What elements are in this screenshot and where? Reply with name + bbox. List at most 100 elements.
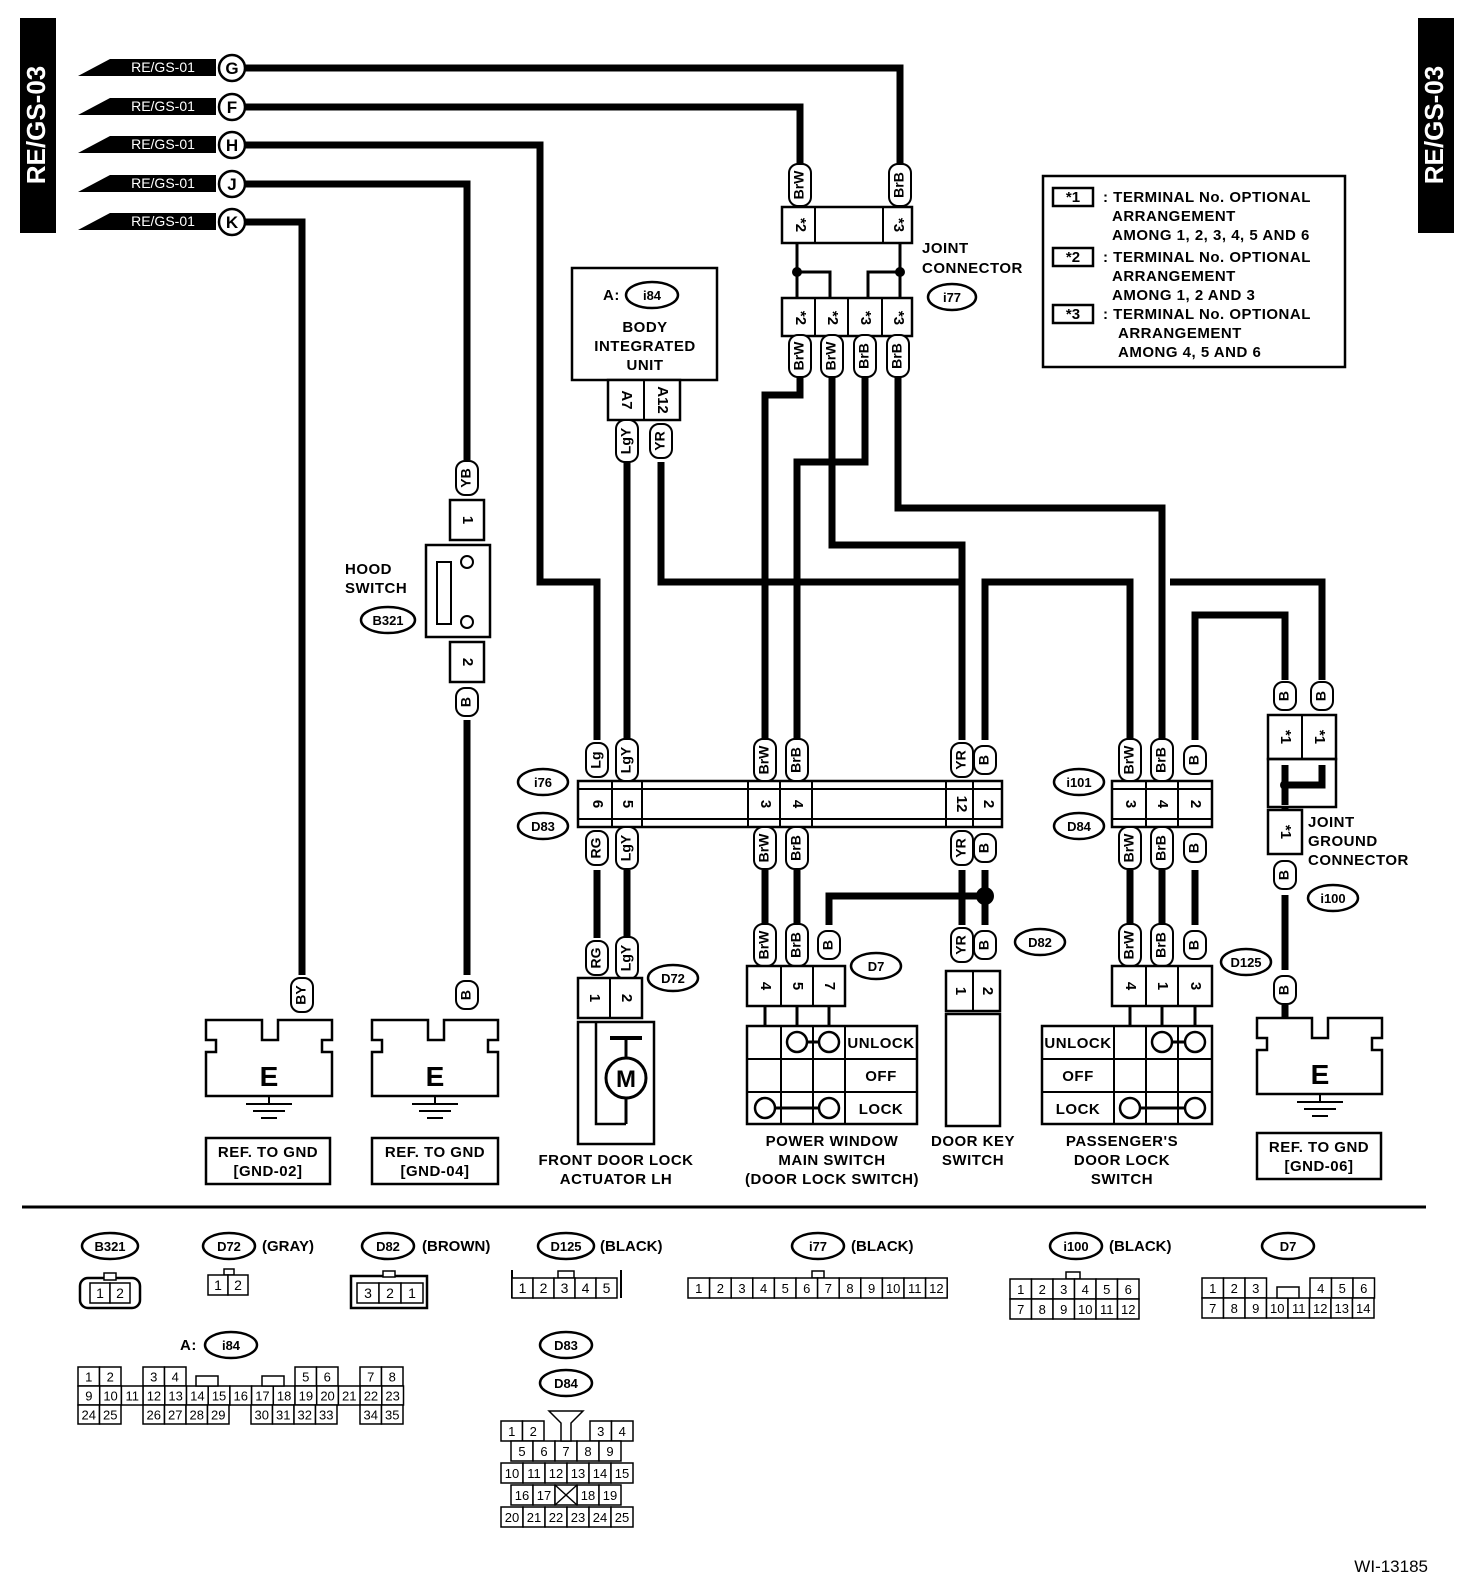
legend-mark: *3 bbox=[1066, 306, 1080, 323]
wire-color-tag: RG bbox=[585, 940, 609, 976]
wire-color-label: BrW bbox=[756, 745, 772, 775]
ground-gnd-06: E REF. TO GND [GND-06] bbox=[1255, 1016, 1384, 1181]
wire-color-label: B bbox=[1186, 843, 1202, 853]
pin-number: 3 bbox=[1252, 1281, 1259, 1296]
wire-color-label: YB bbox=[458, 468, 474, 487]
wire-color-label: BrB bbox=[1153, 835, 1169, 861]
left-side-tab: RE/GS-03 bbox=[20, 18, 56, 233]
pin-number: 2 bbox=[540, 1280, 548, 1296]
wire-color-label: B bbox=[976, 940, 992, 950]
wire-color-tag: BrW bbox=[753, 738, 777, 782]
wire-color-tag: YR bbox=[950, 830, 974, 866]
joint-connector-label: CONNECTOR bbox=[922, 260, 1023, 277]
svg-text:D72: D72 bbox=[217, 1239, 241, 1254]
wire-color-label: BrB bbox=[1153, 932, 1169, 958]
ground-ref: [GND-06] bbox=[1284, 1158, 1353, 1175]
wire-color-tag: LgY bbox=[615, 419, 639, 463]
pin-number: 15 bbox=[212, 1389, 226, 1404]
pin-number: 29 bbox=[211, 1408, 225, 1423]
wire-color-tag: BY bbox=[290, 977, 314, 1013]
connector-id: D84 bbox=[1067, 819, 1092, 834]
ground-letter: E bbox=[1311, 1059, 1330, 1090]
legend-line: : TERMINAL No. OPTIONAL bbox=[1103, 306, 1311, 323]
pin-number: 10 bbox=[103, 1389, 117, 1404]
pin-number: 18 bbox=[277, 1389, 291, 1404]
pin-number: 13 bbox=[168, 1389, 182, 1404]
wire-color-tag: BrW bbox=[788, 334, 812, 378]
ground-ref: [GND-04] bbox=[400, 1163, 469, 1180]
pin-cell bbox=[610, 1506, 634, 1528]
legend-line: ARRANGEMENT bbox=[1112, 268, 1236, 285]
pin-number: 9 bbox=[1060, 1302, 1067, 1317]
pin-number: 1 bbox=[96, 1285, 104, 1301]
joint-connector-id: i77 bbox=[943, 290, 961, 305]
pin-number: 4 bbox=[760, 1281, 767, 1296]
pin-label: 6 bbox=[589, 800, 606, 808]
input-letter: F bbox=[227, 98, 237, 117]
pin-number: 3 bbox=[1060, 1282, 1067, 1297]
pin-number: 1 bbox=[508, 1424, 515, 1439]
wire-color-label: B bbox=[1276, 691, 1292, 701]
pin-number: 8 bbox=[1231, 1301, 1238, 1316]
pin-number: 10 bbox=[886, 1281, 900, 1296]
pin-number: 16 bbox=[515, 1488, 529, 1503]
wire-color-label: BrW bbox=[1121, 745, 1137, 775]
input-letter: H bbox=[226, 136, 238, 155]
pin-number: 7 bbox=[1209, 1301, 1216, 1316]
input-letter: J bbox=[227, 175, 236, 194]
wire-color-tag: B bbox=[1273, 975, 1297, 1005]
ground-letter: E bbox=[260, 1061, 279, 1092]
pin-cell bbox=[227, 1274, 249, 1296]
pin-number: 12 bbox=[549, 1466, 563, 1481]
wire-color-tag: RG bbox=[585, 830, 609, 866]
wire-color-tag: B bbox=[455, 980, 479, 1010]
passenger-door-lock-switch: 4 1 3 UNLOCK OFF LOCK D125 PASSENGER'S D… bbox=[1040, 947, 1273, 1188]
connector-i76-d83: 6 5 3 4 12 2 i76 D83 bbox=[516, 767, 1004, 841]
wire-color-label: BrB bbox=[889, 343, 905, 369]
pin-number: 8 bbox=[1039, 1302, 1046, 1317]
pin-label: 4 bbox=[1122, 982, 1139, 991]
wire-color-tag: B bbox=[1183, 833, 1207, 863]
wire-color-label: YR bbox=[953, 750, 969, 769]
pin-cell bbox=[610, 1420, 634, 1442]
svg-text:i77: i77 bbox=[809, 1239, 827, 1254]
pin-label: 4 bbox=[789, 800, 806, 809]
pin-number: 8 bbox=[389, 1370, 396, 1385]
svg-text:D83: D83 bbox=[554, 1338, 578, 1353]
wire-color-label: LgY bbox=[618, 427, 634, 454]
pin-number: 12 bbox=[929, 1281, 943, 1296]
connector-id: D7 bbox=[868, 959, 885, 974]
wire-color-label: BrW bbox=[756, 833, 772, 863]
pin-number: 11 bbox=[1100, 1302, 1114, 1317]
body-unit-id: i84 bbox=[643, 288, 662, 303]
pin-cell bbox=[610, 1462, 634, 1484]
pin-mark: *3 bbox=[890, 311, 907, 325]
input-arrows: RE/GS-01 G RE/GS-01 F RE/GS-01 H RE/GS-0… bbox=[78, 53, 247, 237]
svg-text:D82: D82 bbox=[376, 1239, 400, 1254]
legend-line: AMONG 1, 2, 3, 4, 5 AND 6 bbox=[1112, 227, 1310, 244]
pin-number: 6 bbox=[324, 1370, 331, 1385]
pin-number: 17 bbox=[537, 1488, 551, 1503]
pin-number: 13 bbox=[571, 1466, 585, 1481]
ground-ref: REF. TO GND bbox=[218, 1144, 318, 1161]
pin-number: 23 bbox=[571, 1510, 585, 1525]
joint-ground-connector: *1 *1 *1 JOINT GROUND CONNECTOR i100 bbox=[1266, 713, 1408, 913]
wire-color-tag: BrB bbox=[886, 334, 910, 378]
input-ref: RE/GS-01 bbox=[131, 136, 195, 152]
pin-number: 6 bbox=[1125, 1282, 1132, 1297]
pin-mark: *2 bbox=[792, 218, 809, 232]
pin-number: 3 bbox=[364, 1285, 372, 1301]
legend-line: ARRANGEMENT bbox=[1112, 208, 1236, 225]
pin-cell bbox=[314, 1404, 338, 1425]
pin-number: 2 bbox=[1231, 1281, 1238, 1296]
joint-connector-label: JOINT bbox=[922, 240, 969, 257]
joint-ground-label: GROUND bbox=[1308, 833, 1378, 850]
pin-number: 11 bbox=[126, 1389, 140, 1404]
pin-number: 18 bbox=[581, 1488, 595, 1503]
pin-cell bbox=[598, 1484, 622, 1506]
wire-color-tag: B bbox=[973, 745, 997, 775]
view-i100: i100 (BLACK) bbox=[1048, 1231, 1171, 1280]
